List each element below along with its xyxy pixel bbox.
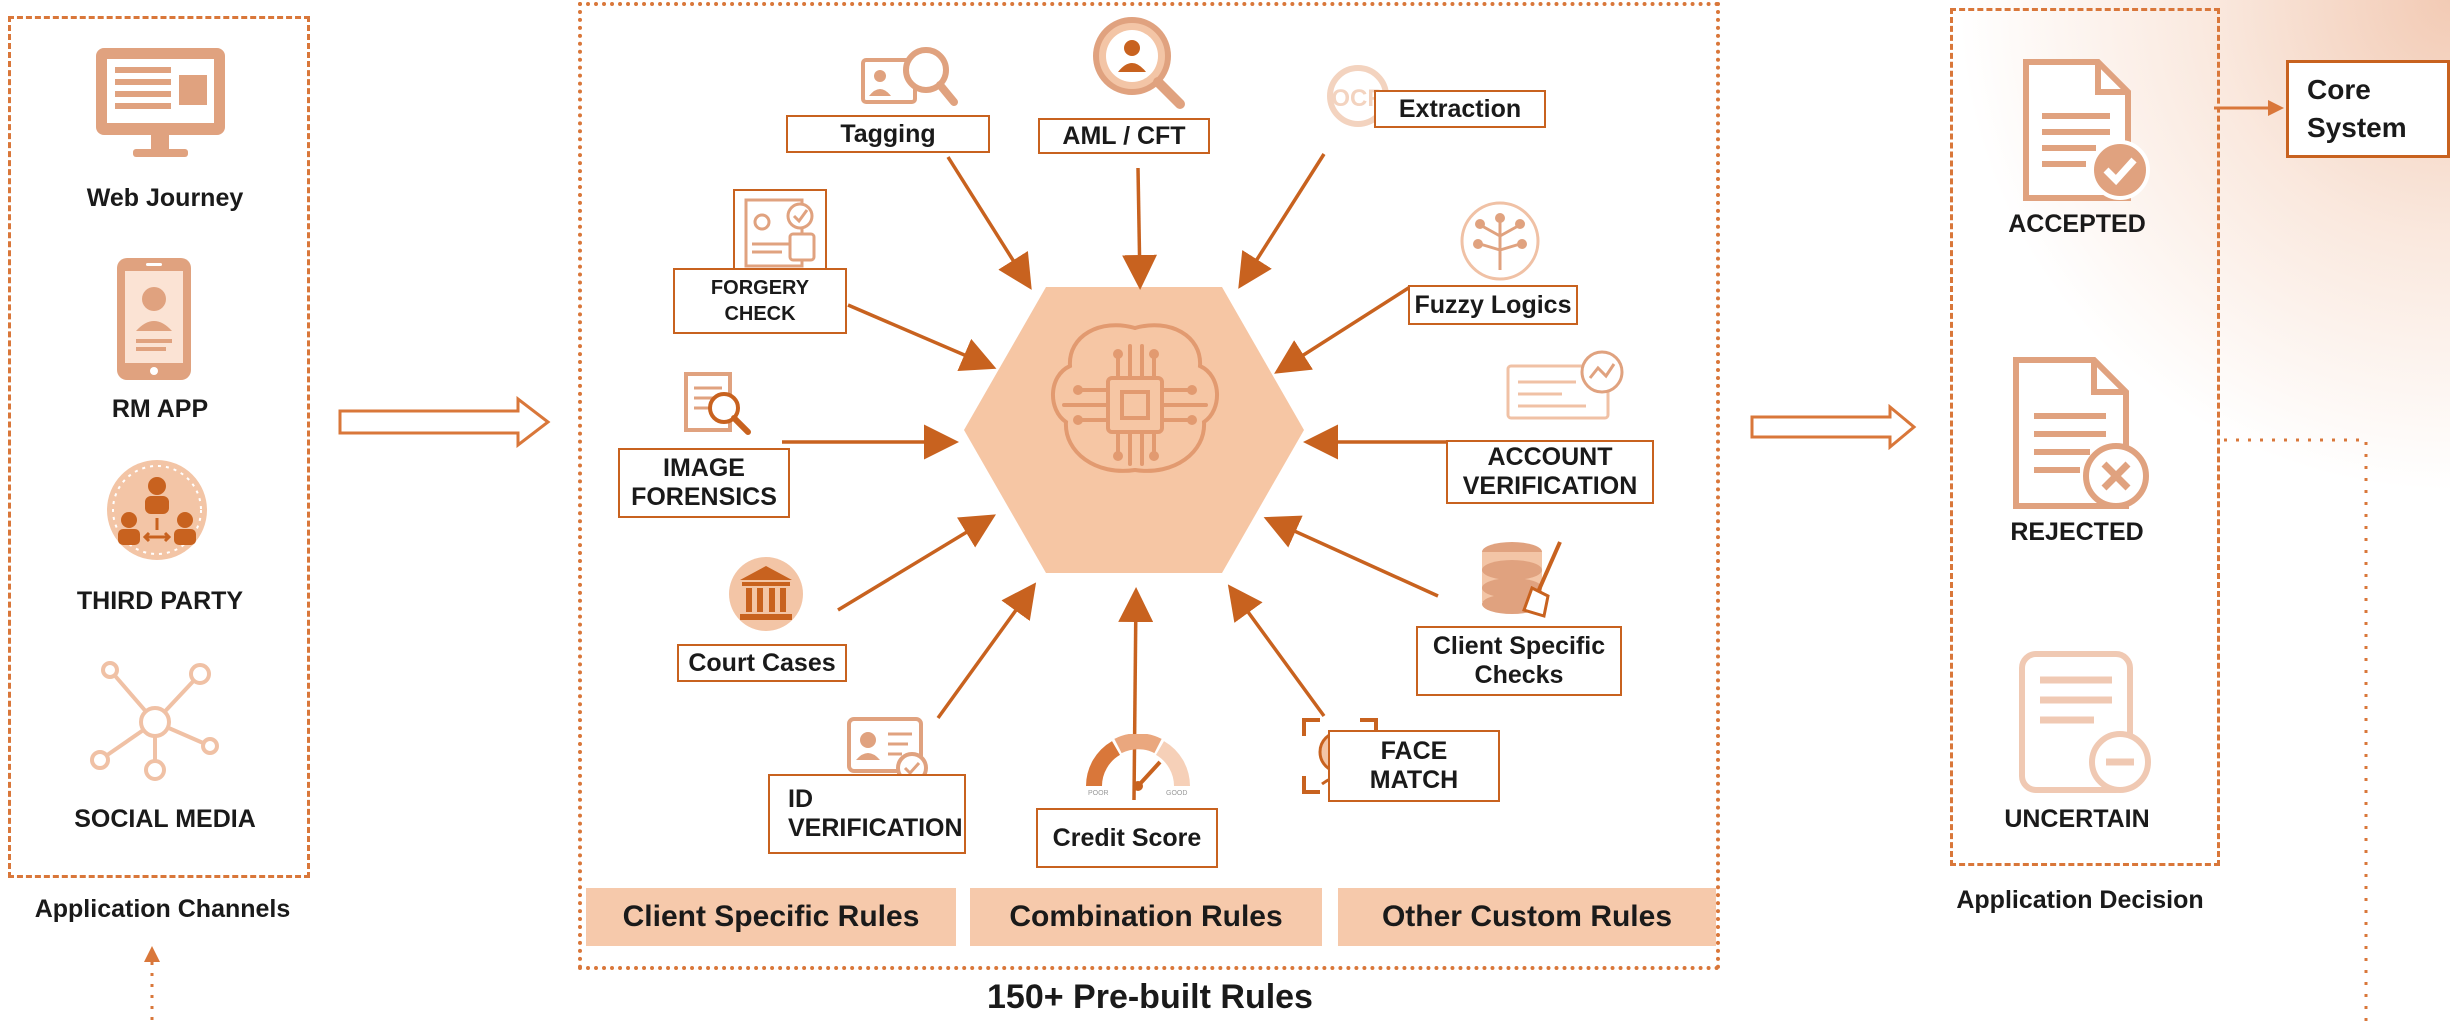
arrow-to-core-system: [2214, 100, 2284, 116]
rule-aml-cft: AML / CFT: [1038, 118, 1210, 154]
prebuilt-rules-caption: 150+ Pre-built Rules: [987, 978, 1313, 1016]
rule-account-verification: ACCOUNT VERIFICATION: [1446, 440, 1654, 504]
decision-panel: [1950, 8, 2220, 866]
decision-label-uncertain: UNCERTAIN: [2004, 805, 2150, 833]
tab-other-custom-rules: Other Custom Rules: [1338, 888, 1716, 946]
document-stamp-icon: [732, 188, 828, 274]
photo-search-icon: [860, 40, 958, 112]
credit-gauge-icon: POOR GOOD: [1086, 734, 1190, 798]
rule-client-specific-checks: Client Specific Checks: [1416, 626, 1622, 696]
rule-court-cases: Court Cases: [677, 644, 847, 682]
core-system-box: Core System: [2286, 60, 2450, 158]
channel-label-web: Web Journey: [86, 184, 244, 212]
mobile-phone-icon: [114, 255, 194, 383]
courthouse-icon: [726, 554, 806, 632]
channel-label-social-media: SOCIAL MEDIA: [74, 805, 256, 833]
document-rejected-icon: [2010, 356, 2152, 516]
database-broom-icon: [1476, 536, 1570, 622]
decision-label-accepted: ACCEPTED: [2008, 210, 2146, 238]
document-accepted-icon: [2020, 58, 2156, 206]
id-card-check-icon: [846, 716, 932, 786]
cheque-chart-icon: [1506, 348, 1626, 424]
document-magnifier-icon: [682, 368, 754, 438]
rule-forgery-check: FORGERY CHECK: [673, 268, 847, 334]
monitor-icon: [93, 45, 228, 160]
tab-combination-rules: Combination Rules: [970, 888, 1322, 946]
document-uncertain-icon: [2016, 650, 2154, 798]
gauge-good-label: GOOD: [1166, 790, 1188, 797]
network-nodes-icon: [90, 660, 220, 785]
rule-id-verification: ID VERIFICATION: [768, 774, 966, 854]
gauge-poor-label: POOR: [1088, 790, 1109, 797]
decisions-caption: Application Decision: [1956, 886, 2204, 914]
dotted-feedback-line: [2224, 438, 2368, 1023]
flow-arrow-to-decisions: [1750, 404, 1917, 450]
tab-client-specific-rules: Client Specific Rules: [586, 888, 956, 946]
flow-arrow-to-rules: [338, 396, 551, 448]
third-party-people-icon: [105, 458, 209, 562]
rule-engine-panel: [578, 2, 1720, 970]
channel-label-third-party: THIRD PARTY: [76, 587, 244, 615]
logic-tree-icon: [1458, 200, 1542, 282]
channel-label-rm-app: RM APP: [111, 395, 209, 423]
channels-caption: Application Channels: [34, 895, 291, 923]
decision-label-rejected: REJECTED: [2010, 518, 2144, 546]
dotted-up-arrow: [144, 946, 160, 1023]
rule-face-match: FACE MATCH: [1328, 730, 1500, 802]
rule-tagging: Tagging: [786, 115, 990, 153]
person-magnifier-icon: [1090, 14, 1186, 110]
brain-chip-icon: [1030, 318, 1240, 488]
rule-image-forensics: IMAGE FORENSICS: [618, 448, 790, 518]
rule-extraction: Extraction: [1374, 90, 1546, 128]
channels-panel: [8, 16, 310, 878]
rule-fuzzy-logics: Fuzzy Logics: [1408, 285, 1578, 325]
rule-credit-score: Credit Score: [1036, 808, 1218, 868]
